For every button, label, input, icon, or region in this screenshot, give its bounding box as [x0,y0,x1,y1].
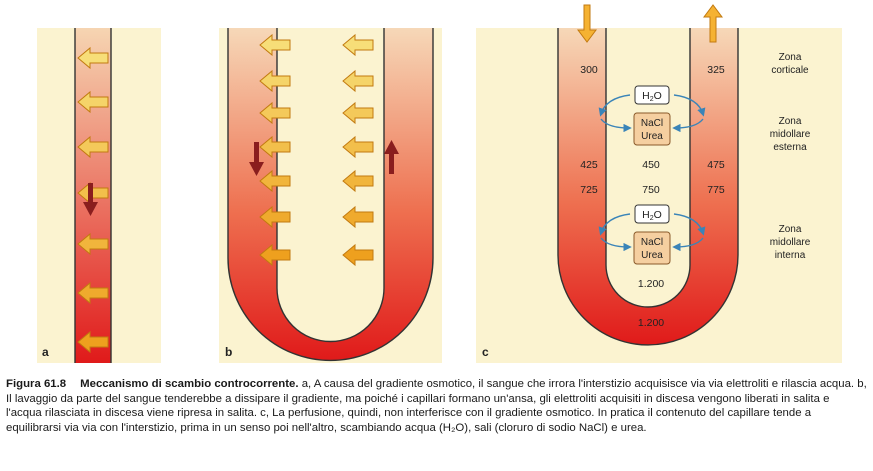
panel-b-exchange-arrow-1-6 [342,243,374,267]
solute-in-arrow-left-lower [600,237,632,252]
panel-a: a [37,28,161,363]
value-top-left: 300 [580,64,598,76]
value-mid-left: 425 [580,159,598,171]
water-out-arrow-left-lower [598,213,631,236]
panel-b-exchange-arrow-0-5 [259,205,291,229]
panel-a-exchange-arrow-0-6 [77,330,109,354]
value-low-center: 750 [642,184,660,196]
panel-b-exchange-arrow-0-6 [259,243,291,267]
panel-b-exchange-arrow-0-3 [259,135,291,159]
panel-b-label: b [225,345,232,359]
panel-b-exchange-arrow-0-1 [259,69,291,93]
panel-b-flow-up-arrow [384,140,399,174]
water-label-upper: H2O [642,90,662,103]
panel-c-outflow-arrow [703,4,723,43]
solute-box-lower [633,231,671,265]
panel-b-exchange-arrow-1-3 [342,135,374,159]
water-box-lower [634,204,670,224]
countercurrent-figure: a b Zona corticale Zona midollare estern… [37,4,842,363]
panel-c-label: c [482,345,489,359]
panel-c-inner-wall [605,28,691,308]
caption-title: Meccanismo di scambio controcorrente. [80,378,299,390]
solute-out-arrow-right [672,118,704,133]
svg-text:Zona: Zona [779,116,802,127]
solute-out-arrow-right-lower [672,237,704,252]
panel-b-flow-down-arrow [249,142,264,176]
solute-urea-upper: Urea [641,131,663,142]
caption-figure-number: Figura 61.8 [6,378,67,390]
value-top-right: 325 [707,64,725,76]
exchange-group-upper: H2O NaCl Urea [598,85,706,146]
solute-box-upper [633,112,671,146]
svg-text:Zona: Zona [779,224,802,235]
panel-a-exchange-arrow-0-0 [77,46,109,70]
value-mid-right: 475 [707,159,725,171]
panel-a-exchange-arrow-0-4 [77,232,109,256]
water-in-arrow-right-lower [673,213,706,236]
panel-b-exchange-arrow-1-2 [342,101,374,125]
panel-b-exchange-arrow-1-5 [342,205,374,229]
svg-text:interna: interna [775,250,806,261]
svg-text:esterna: esterna [773,142,807,153]
panel-b-exchange-arrows [259,33,374,267]
water-in-arrow-right [673,94,706,117]
solute-in-arrow-left [600,118,632,133]
svg-text:midollare: midollare [770,237,811,248]
solute-nacl-lower: NaCl [641,237,663,248]
panel-b-exchange-arrow-0-2 [259,101,291,125]
svg-text:midollare: midollare [770,129,811,140]
panel-b-inner-wall [276,28,385,343]
panel-c-outer-wall [557,28,739,346]
zone-corticale-label: Zona corticale [771,52,809,76]
panel-a-exchange-arrows [77,46,109,354]
panel-a-label: a [42,345,49,359]
value-low-left: 725 [580,184,598,196]
panel-c: Zona corticale Zona midollare esterna Zo… [476,4,842,363]
panel-a-exchange-arrow-0-2 [77,135,109,159]
zone-midollare-interna-label: Zona midollare interna [770,224,811,261]
solute-urea-lower: Urea [641,250,663,261]
panel-b-exchange-arrow-1-4 [342,169,374,193]
value-mid-center: 450 [642,159,660,171]
svg-text:Zona: Zona [779,52,802,63]
panel-a-exchange-arrow-0-1 [77,90,109,114]
zone-midollare-esterna-label: Zona midollare esterna [770,116,811,153]
exchange-group-lower: H2O NaCl Urea [598,204,706,265]
panel-b-exchange-arrow-1-0 [342,33,374,57]
water-label-lower: H2O [642,209,662,222]
panel-b-interstitium [277,28,384,342]
caption-text: a, A causa del gradiente osmotico, il sa… [6,378,867,434]
value-loop-inner: 1.200 [638,278,664,290]
panel-b-exchange-arrow-0-0 [259,33,291,57]
panel-a-exchange-arrow-0-5 [77,281,109,305]
panel-b-exchange-arrow-1-1 [342,69,374,93]
panel-b-outer-wall [227,28,434,362]
value-low-right: 775 [707,184,725,196]
panel-b: b [219,28,442,363]
panel-a-flow-down-arrow [83,183,98,216]
panel-b-exchange-arrow-0-4 [259,169,291,193]
panel-c-inflow-arrow [577,4,597,43]
svg-text:corticale: corticale [771,65,809,76]
solute-nacl-upper: NaCl [641,118,663,129]
figure-caption: Figura 61.8 Meccanismo di scambio controc… [6,377,868,435]
water-box-upper [634,85,670,105]
value-loop-outer: 1.200 [638,317,664,329]
water-out-arrow-left [598,94,631,117]
